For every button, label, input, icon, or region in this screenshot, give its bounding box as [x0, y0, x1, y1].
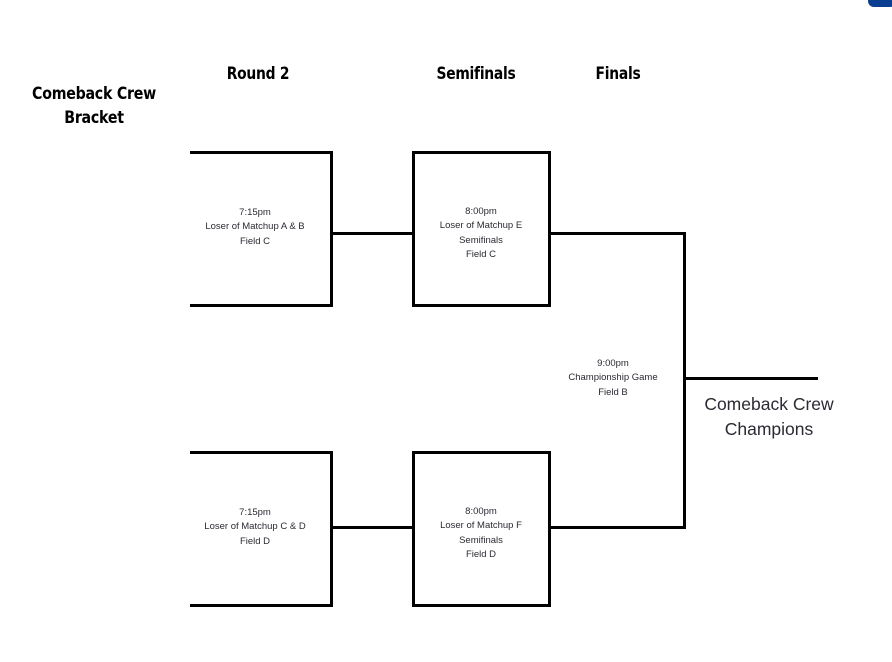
- round-header-semifinals: Semifinals: [436, 64, 516, 83]
- semifinal-top-box-left-edge: [412, 151, 415, 307]
- semifinal-bottom-field: Field D: [465, 549, 497, 561]
- round2-bottom-connector: [330, 526, 414, 529]
- round-header-round2: Round 2: [226, 64, 290, 83]
- round2-bottom-bracket-bottom-edge: [190, 604, 333, 607]
- round2-bottom-bracket-top-edge: [190, 451, 333, 454]
- match-label-semifinal-top: 8:00pm Loser of Matchup E Semifinals Fie…: [406, 205, 556, 263]
- round2-top-connector: [330, 232, 414, 235]
- semifinal-bottom-box-right-edge: [548, 451, 551, 607]
- semifinal-top-box-right-edge: [548, 151, 551, 307]
- page-title-line-1: Comeback Crew: [32, 84, 156, 103]
- semifinal-bottom-participants: Loser of Matchup F: [440, 520, 522, 532]
- final-stage: Championship Game: [568, 372, 658, 384]
- finals-bracket-top-edge: [550, 232, 686, 235]
- champion-line-1: Comeback Crew: [704, 394, 834, 414]
- match-label-round2-top: 7:15pm Loser of Matchup A & B Field C: [180, 206, 330, 249]
- champion-label: Comeback Crew Champions: [676, 392, 862, 442]
- champion-line-2: Champions: [724, 418, 814, 439]
- round2-top-time: 7:15pm: [239, 207, 271, 218]
- semifinal-bottom-stage: Semifinals: [459, 534, 503, 546]
- semifinal-bottom-time: 8:00pm: [465, 506, 497, 517]
- round2-bottom-bracket-right-edge: [330, 451, 333, 607]
- round-header-finals: Finals: [595, 64, 641, 83]
- final-time: 9:00pm: [597, 358, 629, 369]
- round2-bottom-time: 7:15pm: [239, 507, 271, 518]
- round2-bottom-field: Field D: [239, 535, 271, 547]
- semifinal-top-time: 8:00pm: [465, 206, 497, 217]
- semifinal-top-box-bottom-edge: [412, 304, 551, 307]
- semifinal-bottom-box-left-edge: [412, 451, 415, 607]
- round2-top-bracket-top-edge: [190, 151, 333, 154]
- round2-top-participants: Loser of Matchup A & B: [205, 221, 305, 233]
- round2-top-bracket-bottom-edge: [190, 304, 333, 307]
- corner-badge-icon: [868, 0, 892, 7]
- finals-bracket-bottom-edge: [550, 526, 686, 529]
- semifinal-bottom-box-top-edge: [412, 451, 551, 454]
- final-field: Field B: [598, 386, 628, 398]
- page-title-line-2: Bracket: [64, 107, 124, 127]
- match-label-semifinal-bottom: 8:00pm Loser of Matchup F Semifinals Fie…: [406, 505, 556, 563]
- page-title: Comeback Crew Bracket: [25, 82, 163, 130]
- match-label-round2-bottom: 7:15pm Loser of Matchup C & D Field D: [180, 506, 330, 549]
- semifinal-top-participants: Loser of Matchup E: [439, 220, 523, 232]
- semifinal-top-field: Field C: [465, 249, 497, 261]
- finals-bracket-right-edge: [683, 232, 686, 529]
- round2-bottom-participants: Loser of Matchup C & D: [204, 521, 306, 533]
- match-label-final: 9:00pm Championship Game Field B: [538, 357, 688, 400]
- semifinal-bottom-box-bottom-edge: [412, 604, 551, 607]
- semifinal-top-stage: Semifinals: [459, 234, 503, 246]
- round2-top-bracket-right-edge: [330, 151, 333, 307]
- finals-winner-line: [683, 377, 818, 380]
- semifinal-top-box-top-edge: [412, 151, 551, 154]
- round2-top-field: Field C: [239, 235, 271, 247]
